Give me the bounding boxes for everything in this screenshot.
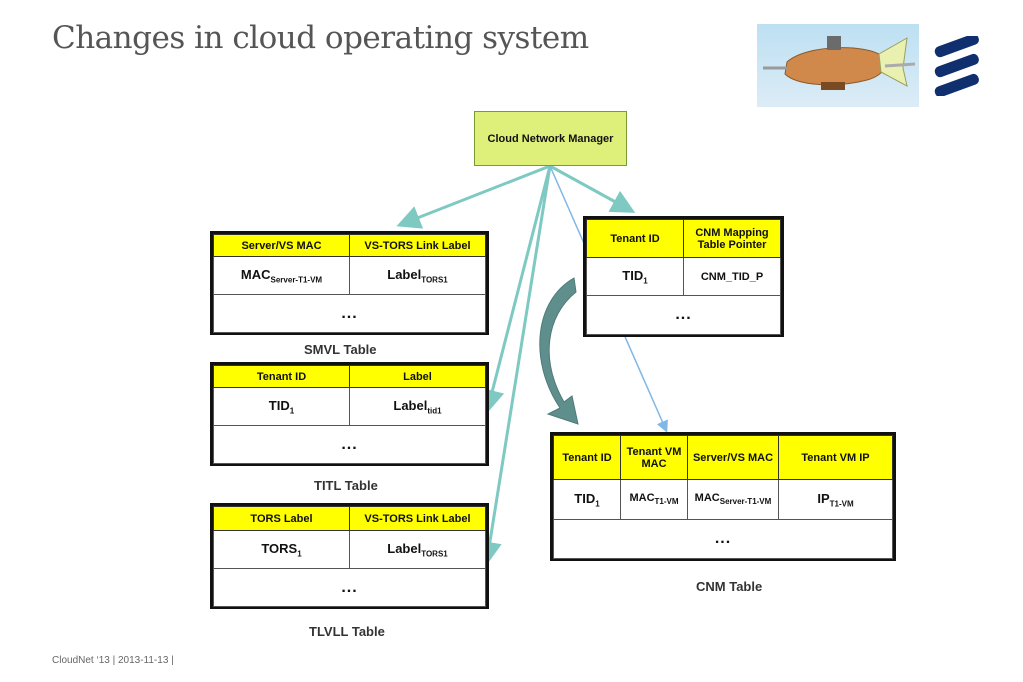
titl-cell-tid: TID1 — [213, 387, 350, 426]
smvl-header-1: Server/VS MAC — [213, 234, 350, 257]
cnm-cell-vm-ip: IPT1-VM — [778, 479, 893, 520]
tlvll-header-2: VS-TORS Link Label — [349, 506, 486, 531]
cnm-header-server-mac: Server/VS MAC — [687, 435, 779, 480]
cnm-cell-vm-mac: MACT1-VM — [620, 479, 688, 520]
cnm-header-vm-ip: Tenant VM IP — [778, 435, 893, 480]
cnm-cell-tid: TID1 — [553, 479, 621, 520]
smvl-cell-label: LabelTORS1 — [349, 256, 486, 295]
arrow-to-smvl — [396, 164, 551, 229]
cloud-network-manager-box: Cloud Network Manager — [474, 111, 627, 166]
tlvll-caption: TLVLL Table — [309, 624, 385, 639]
page-title: Changes in cloud operating system — [52, 20, 589, 56]
mapping-more-rows: ... — [586, 295, 781, 335]
tlvll-more-rows: ... — [213, 568, 486, 607]
cnm-table-caption: CNM Table — [696, 579, 763, 594]
zeppelin-image — [757, 24, 919, 107]
mapping-header-2: CNM Mapping Table Pointer — [683, 219, 781, 258]
titl-caption: TITL Table — [314, 478, 378, 493]
tlvll-header-1: TORS Label — [213, 506, 350, 531]
titl-more-rows: ... — [213, 425, 486, 464]
smvl-cell-mac: MACServer-T1-VM — [213, 256, 350, 295]
ericsson-logo — [934, 36, 979, 96]
titl-cell-label: Labeltid1 — [349, 387, 486, 426]
mapping-header-1: Tenant ID — [586, 219, 684, 258]
arrow-to-mapping — [549, 164, 636, 213]
arrow-to-titl — [480, 165, 552, 414]
mapping-cell-pointer: CNM_TID_P — [683, 257, 781, 296]
titl-header-1: Tenant ID — [213, 365, 350, 388]
cnm-header-vm-mac: Tenant VM MAC — [620, 435, 688, 480]
smvl-caption: SMVL Table — [304, 342, 377, 357]
cnm-header-tenant-id: Tenant ID — [553, 435, 621, 480]
arrow-to-tlvll — [477, 165, 552, 566]
cnm-mapping-pointer-table: Tenant ID CNM Mapping Table Pointer TID1… — [583, 216, 784, 337]
cnm-cell-server-mac: MACServer-T1-VM — [687, 479, 779, 520]
cnm-table: Tenant ID Tenant VM MAC Server/VS MAC Te… — [550, 432, 896, 561]
smvl-more-rows: ... — [213, 294, 486, 333]
footer-text: CloudNet ‘13 | 2013-11-13 | — [52, 655, 174, 666]
curved-pointer-arrow — [539, 277, 579, 425]
tlvll-table: TORS Label VS-TORS Link Label TORS1 Labe… — [210, 503, 489, 609]
titl-header-2: Label — [349, 365, 486, 388]
smvl-header-2: VS-TORS Link Label — [349, 234, 486, 257]
tlvll-cell-tors: TORS1 — [213, 530, 350, 569]
mapping-cell-tid: TID1 — [586, 257, 684, 296]
smvl-table: Server/VS MAC VS-TORS Link Label MACServ… — [210, 231, 489, 335]
titl-table: Tenant ID Label TID1 Labeltid1 ... — [210, 362, 489, 466]
tlvll-cell-label: LabelTORS1 — [349, 530, 486, 569]
cnm-more-rows: ... — [553, 519, 893, 559]
